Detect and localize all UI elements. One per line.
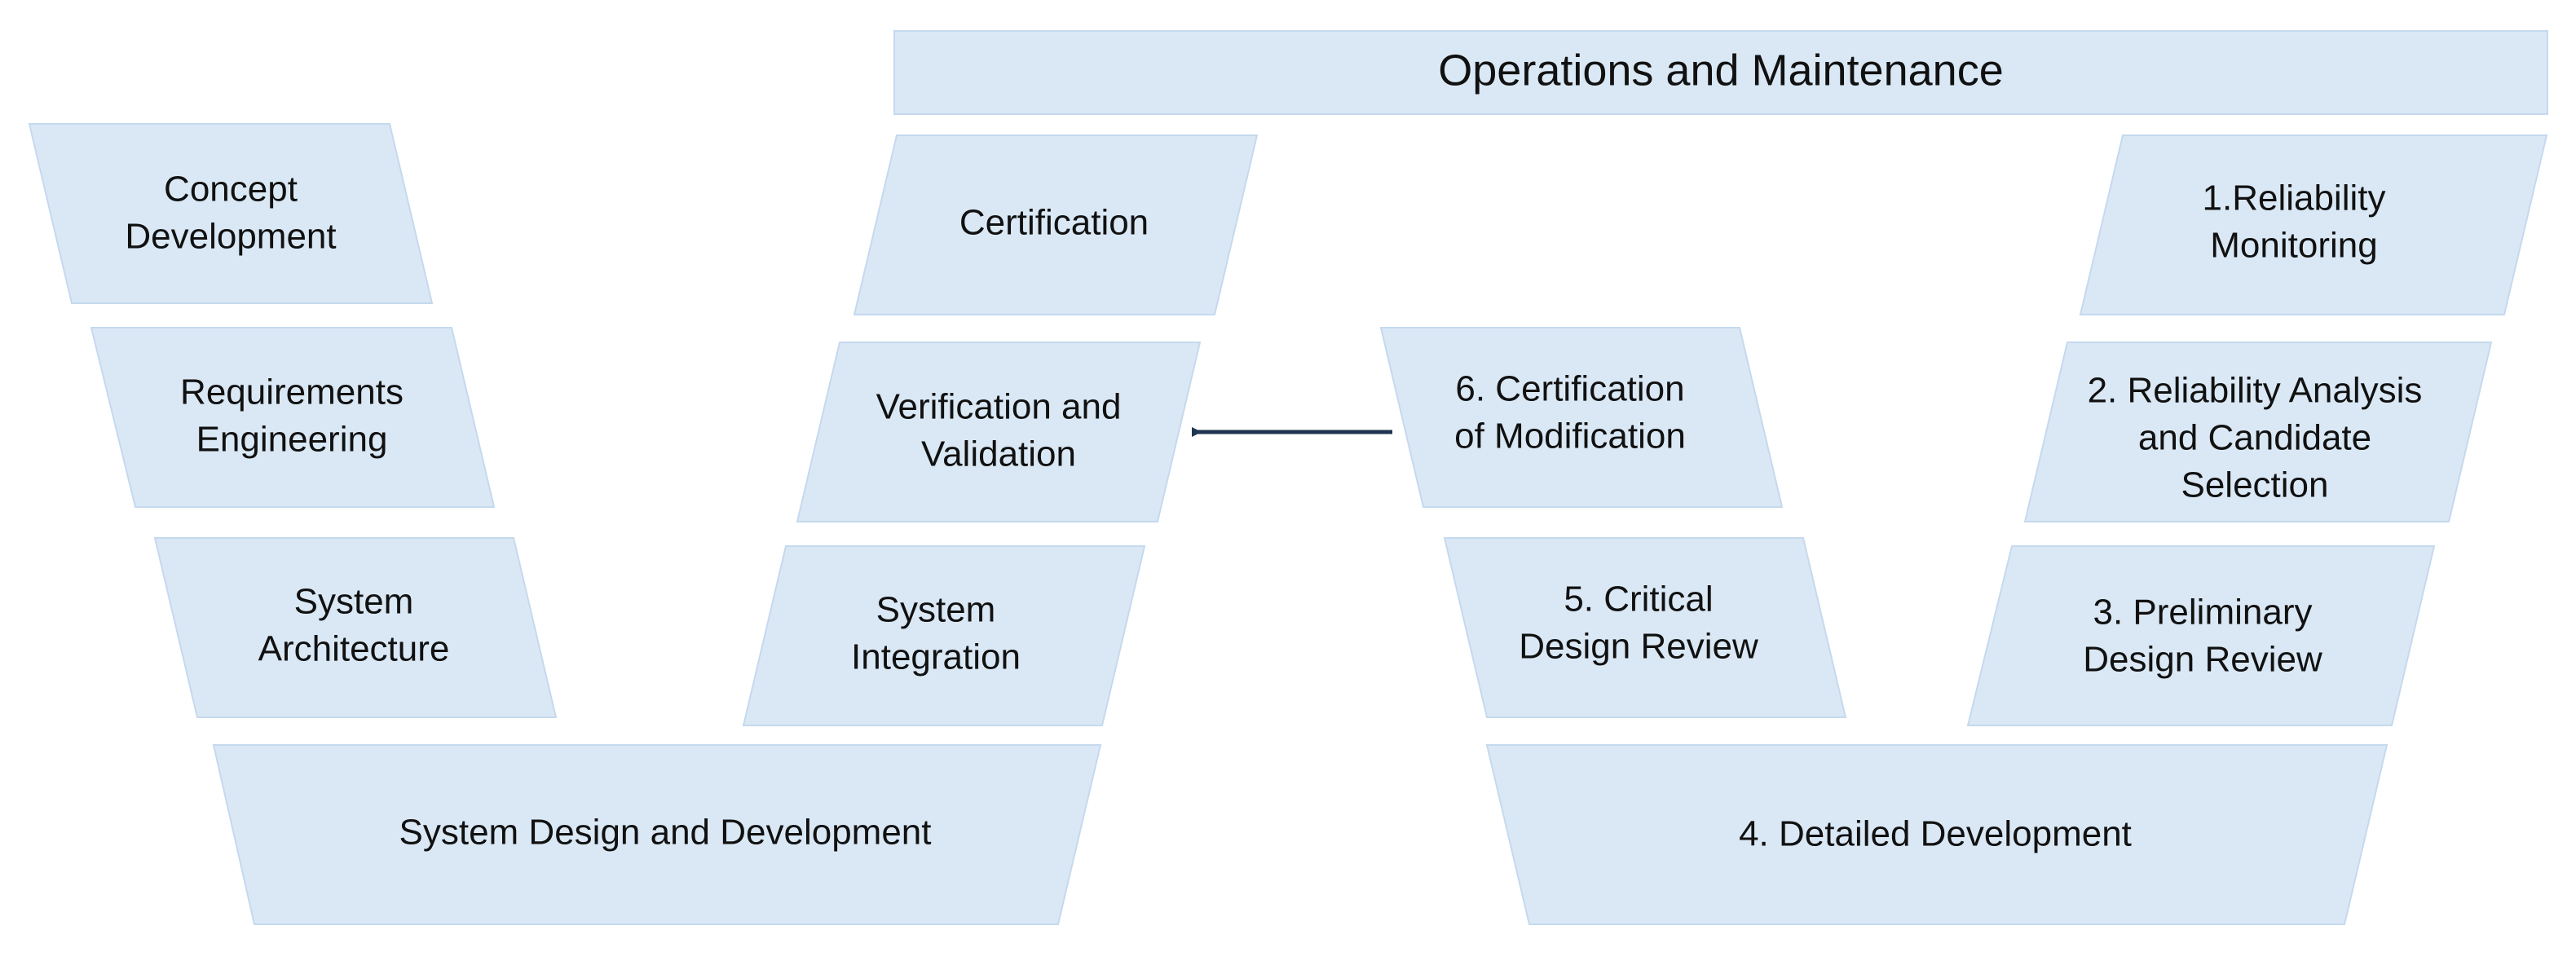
certification-of-modification-block: 6. Certification of Modification	[1379, 327, 1784, 508]
reliability-analysis-box	[2023, 342, 2493, 522]
verification-validation-label-line1: Verification and	[876, 387, 1122, 427]
system-integration-box	[742, 545, 1146, 726]
reliability-monitoring-label-line2: Monitoring	[2210, 226, 2377, 266]
preliminary-design-review-block: 3. Preliminary Design Review	[1966, 545, 2436, 726]
system-design-development-box	[212, 744, 1102, 925]
reliability-monitoring-block: 1.Reliability Monitoring	[2079, 134, 2548, 315]
system-design-development-block: System Design and Development	[212, 744, 1102, 925]
certification-block: Certification	[853, 134, 1259, 315]
verification-validation-block: Verification and Validation	[796, 342, 1202, 522]
system-architecture-block: System Architecture	[153, 537, 558, 718]
reliability-analysis-block: 2. Reliability Analysis and Candidate Se…	[2023, 342, 2493, 522]
preliminary-design-review-box	[1966, 545, 2436, 726]
certification-label: Certification	[959, 203, 1149, 243]
reliability-analysis-label-line1: 2. Reliability Analysis	[2088, 371, 2423, 411]
system-design-development-label: System Design and Development	[399, 813, 932, 853]
requirements-engineering-block: Requirements Engineering	[90, 327, 496, 508]
system-architecture-label-line2: Architecture	[258, 629, 450, 669]
system-architecture-box	[153, 537, 558, 718]
requirements-engineering-label-line1: Requirements	[180, 372, 404, 412]
certification-of-modification-box	[1379, 327, 1784, 508]
requirements-engineering-label-line2: Engineering	[196, 420, 388, 460]
system-integration-label-line2: Integration	[851, 637, 1021, 677]
verification-validation-box	[796, 342, 1202, 522]
banner-box	[893, 30, 2548, 115]
reliability-analysis-label-line2: and Candidate	[2138, 418, 2371, 458]
preliminary-design-review-label-line1: 3. Preliminary	[2093, 593, 2313, 633]
preliminary-design-review-label-line2: Design Review	[2083, 640, 2322, 680]
reliability-analysis-label-line3: Selection	[2181, 465, 2328, 505]
concept-development-block: Concept Development	[28, 123, 434, 304]
requirements-engineering-box	[90, 327, 496, 508]
certification-of-modification-label-line1: 6. Certification	[1455, 369, 1684, 409]
system-integration-block: System Integration	[742, 545, 1146, 726]
critical-design-review-label-line2: Design Review	[1519, 627, 1758, 667]
system-integration-label-line1: System	[876, 590, 996, 630]
critical-design-review-box	[1443, 537, 1847, 718]
concept-development-label-line1: Concept	[164, 170, 298, 209]
verification-validation-label-line2: Validation	[921, 434, 1076, 474]
critical-design-review-label-line1: 5. Critical	[1564, 580, 1713, 619]
banner-title: Operations and Maintenance	[1438, 46, 2003, 95]
concept-development-box	[28, 123, 434, 304]
detailed-development-block: 4. Detailed Development	[1485, 744, 2389, 925]
operations-maintenance-banner: Operations and Maintenance	[893, 30, 2548, 115]
detailed-development-label: 4. Detailed Development	[1739, 814, 2132, 854]
detailed-development-box	[1485, 744, 2389, 925]
reliability-monitoring-box	[2079, 134, 2548, 315]
concept-development-label-line2: Development	[125, 217, 336, 257]
critical-design-review-block: 5. Critical Design Review	[1443, 537, 1847, 718]
certification-of-modification-label-line2: of Modification	[1454, 417, 1686, 456]
reliability-monitoring-label-line1: 1.Reliability	[2203, 179, 2386, 218]
certification-box	[853, 134, 1259, 315]
system-architecture-label-line1: System	[294, 582, 414, 622]
